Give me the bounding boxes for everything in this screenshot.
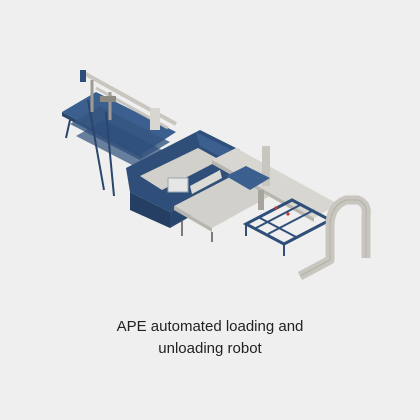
work-plate bbox=[174, 176, 270, 242]
product-image bbox=[62, 70, 371, 280]
caption-line-2: unloading robot bbox=[158, 340, 262, 357]
caption-line-1: APE automated loading and bbox=[116, 318, 304, 335]
loading-gantry bbox=[80, 70, 177, 130]
product-caption: APE automated loading and unloading robo… bbox=[40, 316, 380, 360]
unloading-gantry bbox=[212, 146, 338, 222]
cable-track bbox=[297, 195, 371, 280]
